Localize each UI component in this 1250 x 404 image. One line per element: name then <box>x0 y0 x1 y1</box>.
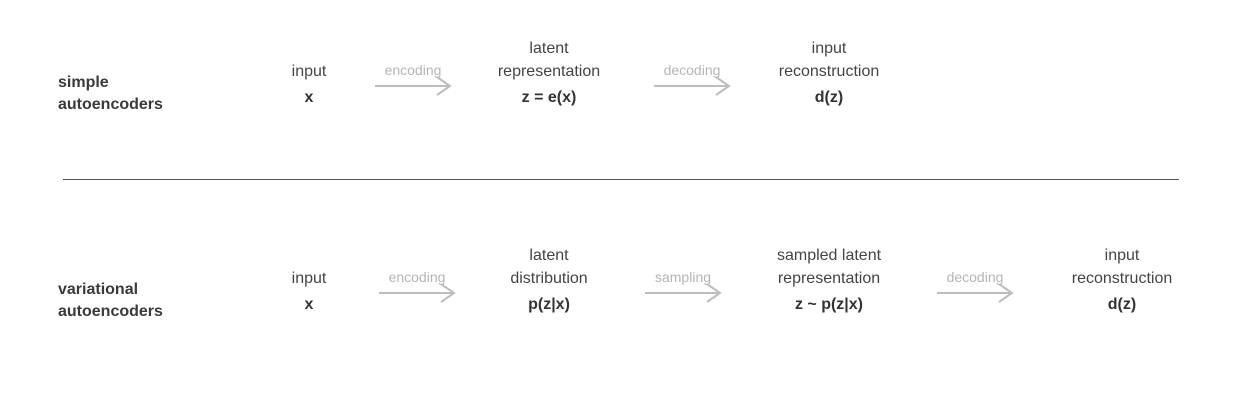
node-line1 <box>292 37 327 60</box>
node-symbol: x <box>304 296 314 313</box>
node-symbol: z ~ p(z|x) <box>794 296 864 313</box>
node-symbol: d(z) <box>814 89 844 106</box>
node-symbol: z = e(x) <box>521 89 577 106</box>
node-line1: latent <box>529 247 569 264</box>
node-line2: reconstruction <box>778 63 880 80</box>
node-input: input x <box>292 37 327 109</box>
node-input: input x <box>292 244 327 316</box>
row-title-line2: autoencoders <box>58 96 163 113</box>
node-symbol: p(z|x) <box>528 296 570 313</box>
right-arrow-icon <box>654 76 731 96</box>
right-arrow-icon <box>645 283 722 303</box>
node-symbol: x <box>304 89 314 106</box>
row-label-variational-autoencoders: variational autoencoders <box>58 279 163 323</box>
node-input-reconstruction: input reconstruction d(z) <box>1072 244 1173 316</box>
edge-sampling: sampling <box>643 269 723 303</box>
node-symbol: d(z) <box>1107 296 1137 313</box>
row-title-line1: variational <box>58 281 139 298</box>
edge-decoding: decoding <box>935 269 1015 303</box>
edge-label: encoding <box>388 269 446 285</box>
edge-label: decoding <box>946 269 1004 285</box>
node-line1: input <box>811 40 847 57</box>
node-latent-distribution: latent distribution p(z|x) <box>510 244 587 316</box>
right-arrow-icon <box>937 283 1014 303</box>
node-line2: representation <box>777 270 881 287</box>
edge-label: sampling <box>654 269 712 285</box>
node-input-reconstruction: input reconstruction d(z) <box>779 37 880 109</box>
node-line2: representation <box>497 63 601 80</box>
edge-decoding: decoding <box>652 62 732 96</box>
edge-encoding: encoding <box>373 62 453 96</box>
right-arrow-icon <box>375 76 452 96</box>
node-line1 <box>292 244 327 267</box>
node-line2: input <box>291 63 327 80</box>
edge-encoding: encoding <box>377 269 457 303</box>
node-line2: reconstruction <box>1071 270 1173 287</box>
row-title-line2: autoencoders <box>58 303 163 320</box>
node-latent-representation: latent representation z = e(x) <box>498 37 600 109</box>
right-arrow-icon <box>379 283 456 303</box>
row-label-simple-autoencoders: simple autoencoders <box>58 72 163 116</box>
row-title-line1: simple <box>58 74 109 91</box>
edge-label: decoding <box>663 62 721 78</box>
node-line1: input <box>1104 247 1140 264</box>
node-line1: sampled latent <box>776 247 882 264</box>
divider <box>63 179 1179 180</box>
edge-label: encoding <box>384 62 442 78</box>
node-line2: input <box>291 270 327 287</box>
node-line1: latent <box>529 40 569 57</box>
node-sampled-latent-representation: sampled latent representation z ~ p(z|x) <box>777 244 881 316</box>
node-line2: distribution <box>510 270 588 287</box>
